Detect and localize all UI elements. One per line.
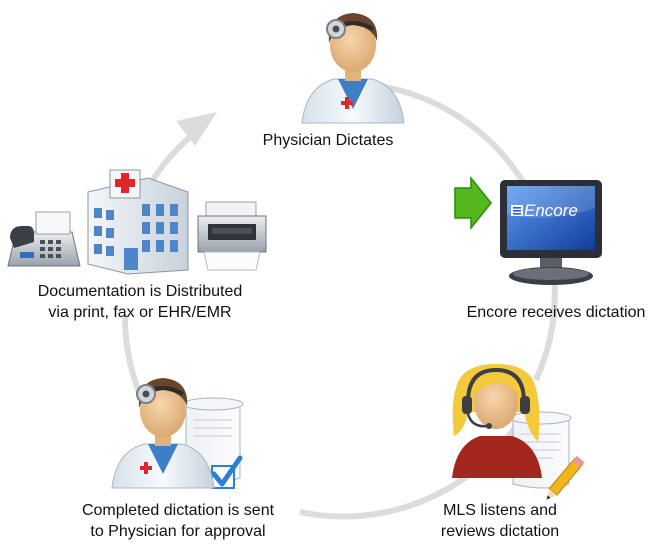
physician-dictates-text: Physician Dictates [262, 132, 394, 149]
cycle-arrowhead-icon [176, 112, 217, 146]
fax-machine-icon [7, 211, 81, 267]
physician-approval-icon [111, 378, 215, 489]
monitor-icon: Encore [500, 180, 602, 285]
mls-line-1: MLS listens and [443, 502, 557, 519]
distribution-line-1: Documentation is Distributed [37, 283, 243, 300]
completed-line-1: Completed dictation is sent [81, 502, 275, 519]
hospital-building-icon [87, 169, 189, 275]
physician-dictates-label: Physician Dictates [228, 130, 428, 151]
monitor-screen-text: Encore [524, 201, 578, 220]
mls-label: MLS listens and reviews dictation [400, 500, 600, 542]
printer-icon [197, 201, 267, 271]
distribution-label: Documentation is Distributed via print, … [6, 281, 274, 323]
completed-line-2: to Physician for approval [90, 523, 266, 540]
transcriptionist-icon [452, 364, 542, 478]
encore-arrow-icon [454, 175, 492, 231]
physician-icon [301, 13, 405, 124]
encore-receives-text: Encore receives dictation [466, 304, 646, 321]
completed-dictation-label: Completed dictation is sent to Physician… [56, 500, 300, 542]
encore-receives-label: Encore receives dictation [445, 302, 667, 323]
mls-line-2: reviews dictation [440, 523, 560, 540]
distribution-line-2: via print, fax or EHR/EMR [48, 304, 232, 321]
